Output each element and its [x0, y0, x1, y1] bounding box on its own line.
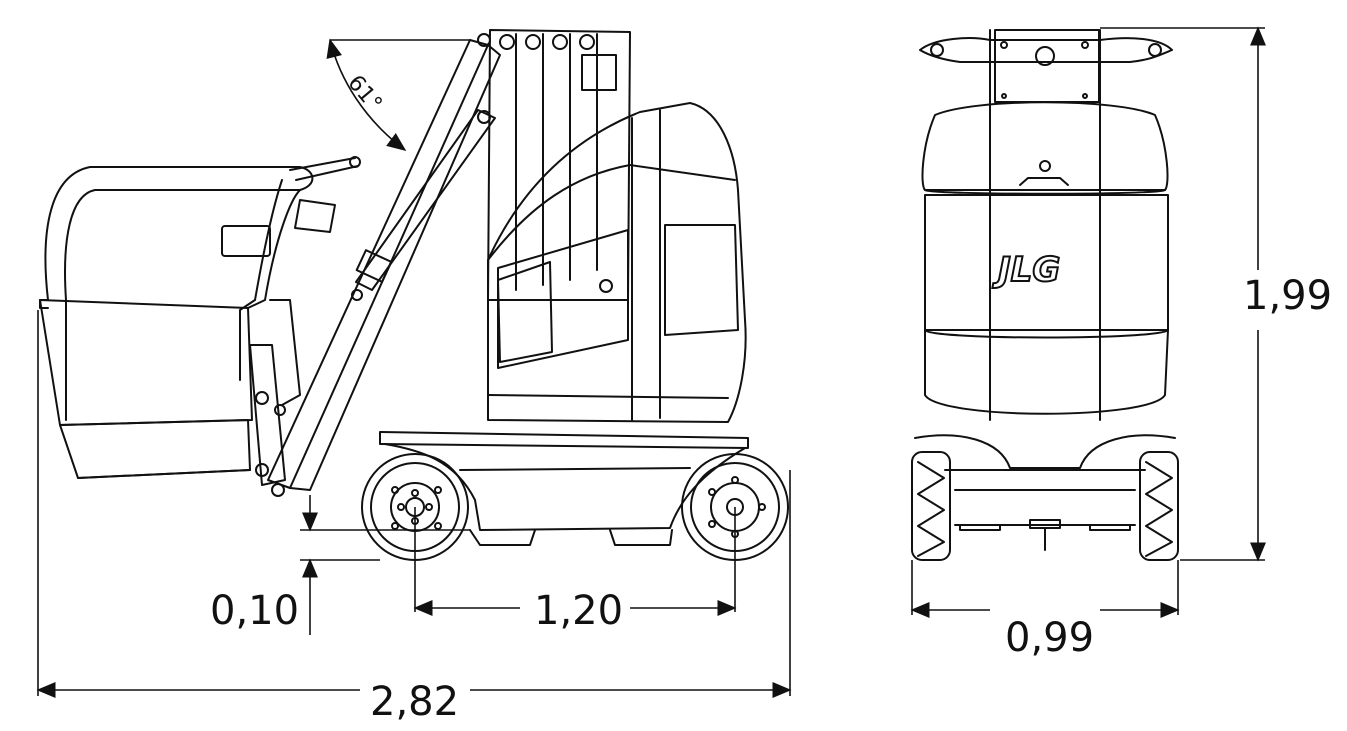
clearance-extension-lines	[300, 529, 470, 561]
side-view-machine	[39, 29, 789, 561]
base-frame	[379, 431, 749, 546]
jib-arm	[249, 299, 301, 497]
jlg-logo: JLG	[997, 250, 1061, 290]
mast	[487, 29, 631, 301]
overall-length-label: 2,82	[370, 679, 460, 725]
overall-width-label: 0,99	[1005, 615, 1095, 661]
boom	[267, 33, 501, 491]
angle-arc	[326, 38, 407, 151]
platform-basket	[39, 156, 361, 479]
ground-clearance-label: 0,10	[210, 588, 300, 634]
chassis-cover	[487, 102, 747, 423]
right-tire-rear	[1139, 451, 1179, 561]
mast-rear	[989, 29, 1101, 421]
wheelbase-label: 1,20	[534, 588, 624, 634]
width-extension-lines	[911, 560, 1179, 615]
stowed-height-label: 1,99	[1243, 273, 1333, 319]
left-tire-rear	[911, 451, 951, 561]
base-rear	[914, 434, 1176, 551]
length-extension-lines	[37, 310, 791, 696]
cover-rear	[921, 101, 1169, 415]
rear-view-machine	[911, 29, 1179, 561]
dimension-lines	[36, 26, 1266, 698]
wheelbase-extension-lines	[414, 507, 736, 612]
platform-rail-top	[919, 29, 1173, 103]
